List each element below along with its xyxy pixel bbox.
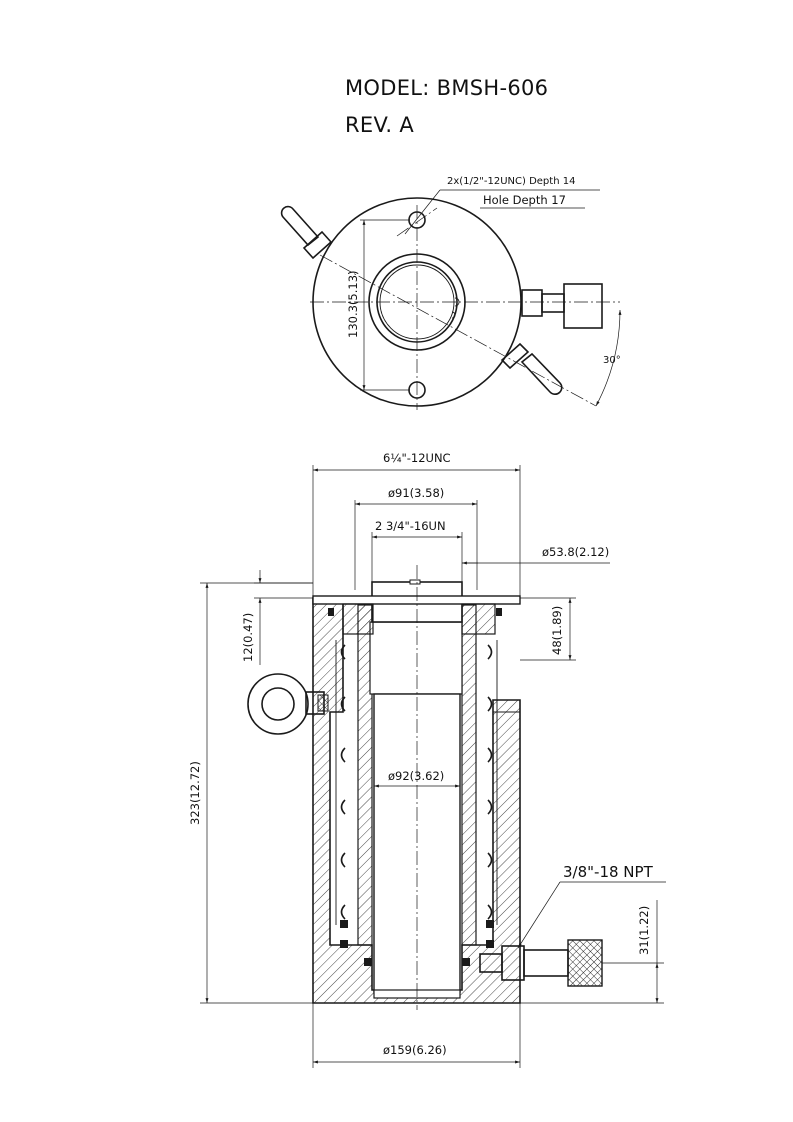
inner-thread-dim: 2 3/4"-16UN <box>375 519 446 533</box>
dia-159-dim: ø159(6.26) <box>383 1043 447 1057</box>
dia-53-dim: ø53.8(2.12) <box>542 545 609 559</box>
dia-91-dim: ø91(3.58) <box>388 486 444 500</box>
dim-12: 12(0.47) <box>241 613 255 662</box>
port-thread-dim: 3/8"-18 NPT <box>563 863 654 881</box>
carry-handle-side <box>247 673 329 735</box>
thread-top-dim: 6¼"-12UNC <box>383 451 451 465</box>
coupler-side-view <box>479 939 603 987</box>
coupler-top-view <box>521 283 603 329</box>
carry-handle-right <box>500 342 563 395</box>
return-spring <box>335 640 498 925</box>
model-title: MODEL: BMSH-606 <box>345 76 549 100</box>
hole-note-depth: Hole Depth 17 <box>483 193 566 207</box>
seals <box>328 608 502 966</box>
snap-ring-mark <box>451 311 456 319</box>
section-view: 6¼"-12UNC ø91(3.58) 2 3/4"-16UN ø53.8(2.… <box>188 451 666 1068</box>
dim-31: 31(1.22) <box>637 906 651 955</box>
overall-height-dim: 323(12.72) <box>188 761 202 825</box>
dim-48: 48(1.89) <box>550 606 564 655</box>
hole-note-thread: 2x(1/2"-12UNC) Depth 14 <box>447 176 575 187</box>
bolt-circle-dim: 130.3(5.13) <box>346 270 360 338</box>
angle-dim: 30° <box>603 355 621 366</box>
top-view: 130.3(5.13) 2x(1/2"-12UNC) Depth 14 Hole… <box>280 176 622 410</box>
dia-92-dim: ø92(3.62) <box>388 769 444 783</box>
carry-handle-left <box>280 205 333 260</box>
revision-label: REV. A <box>345 113 415 137</box>
